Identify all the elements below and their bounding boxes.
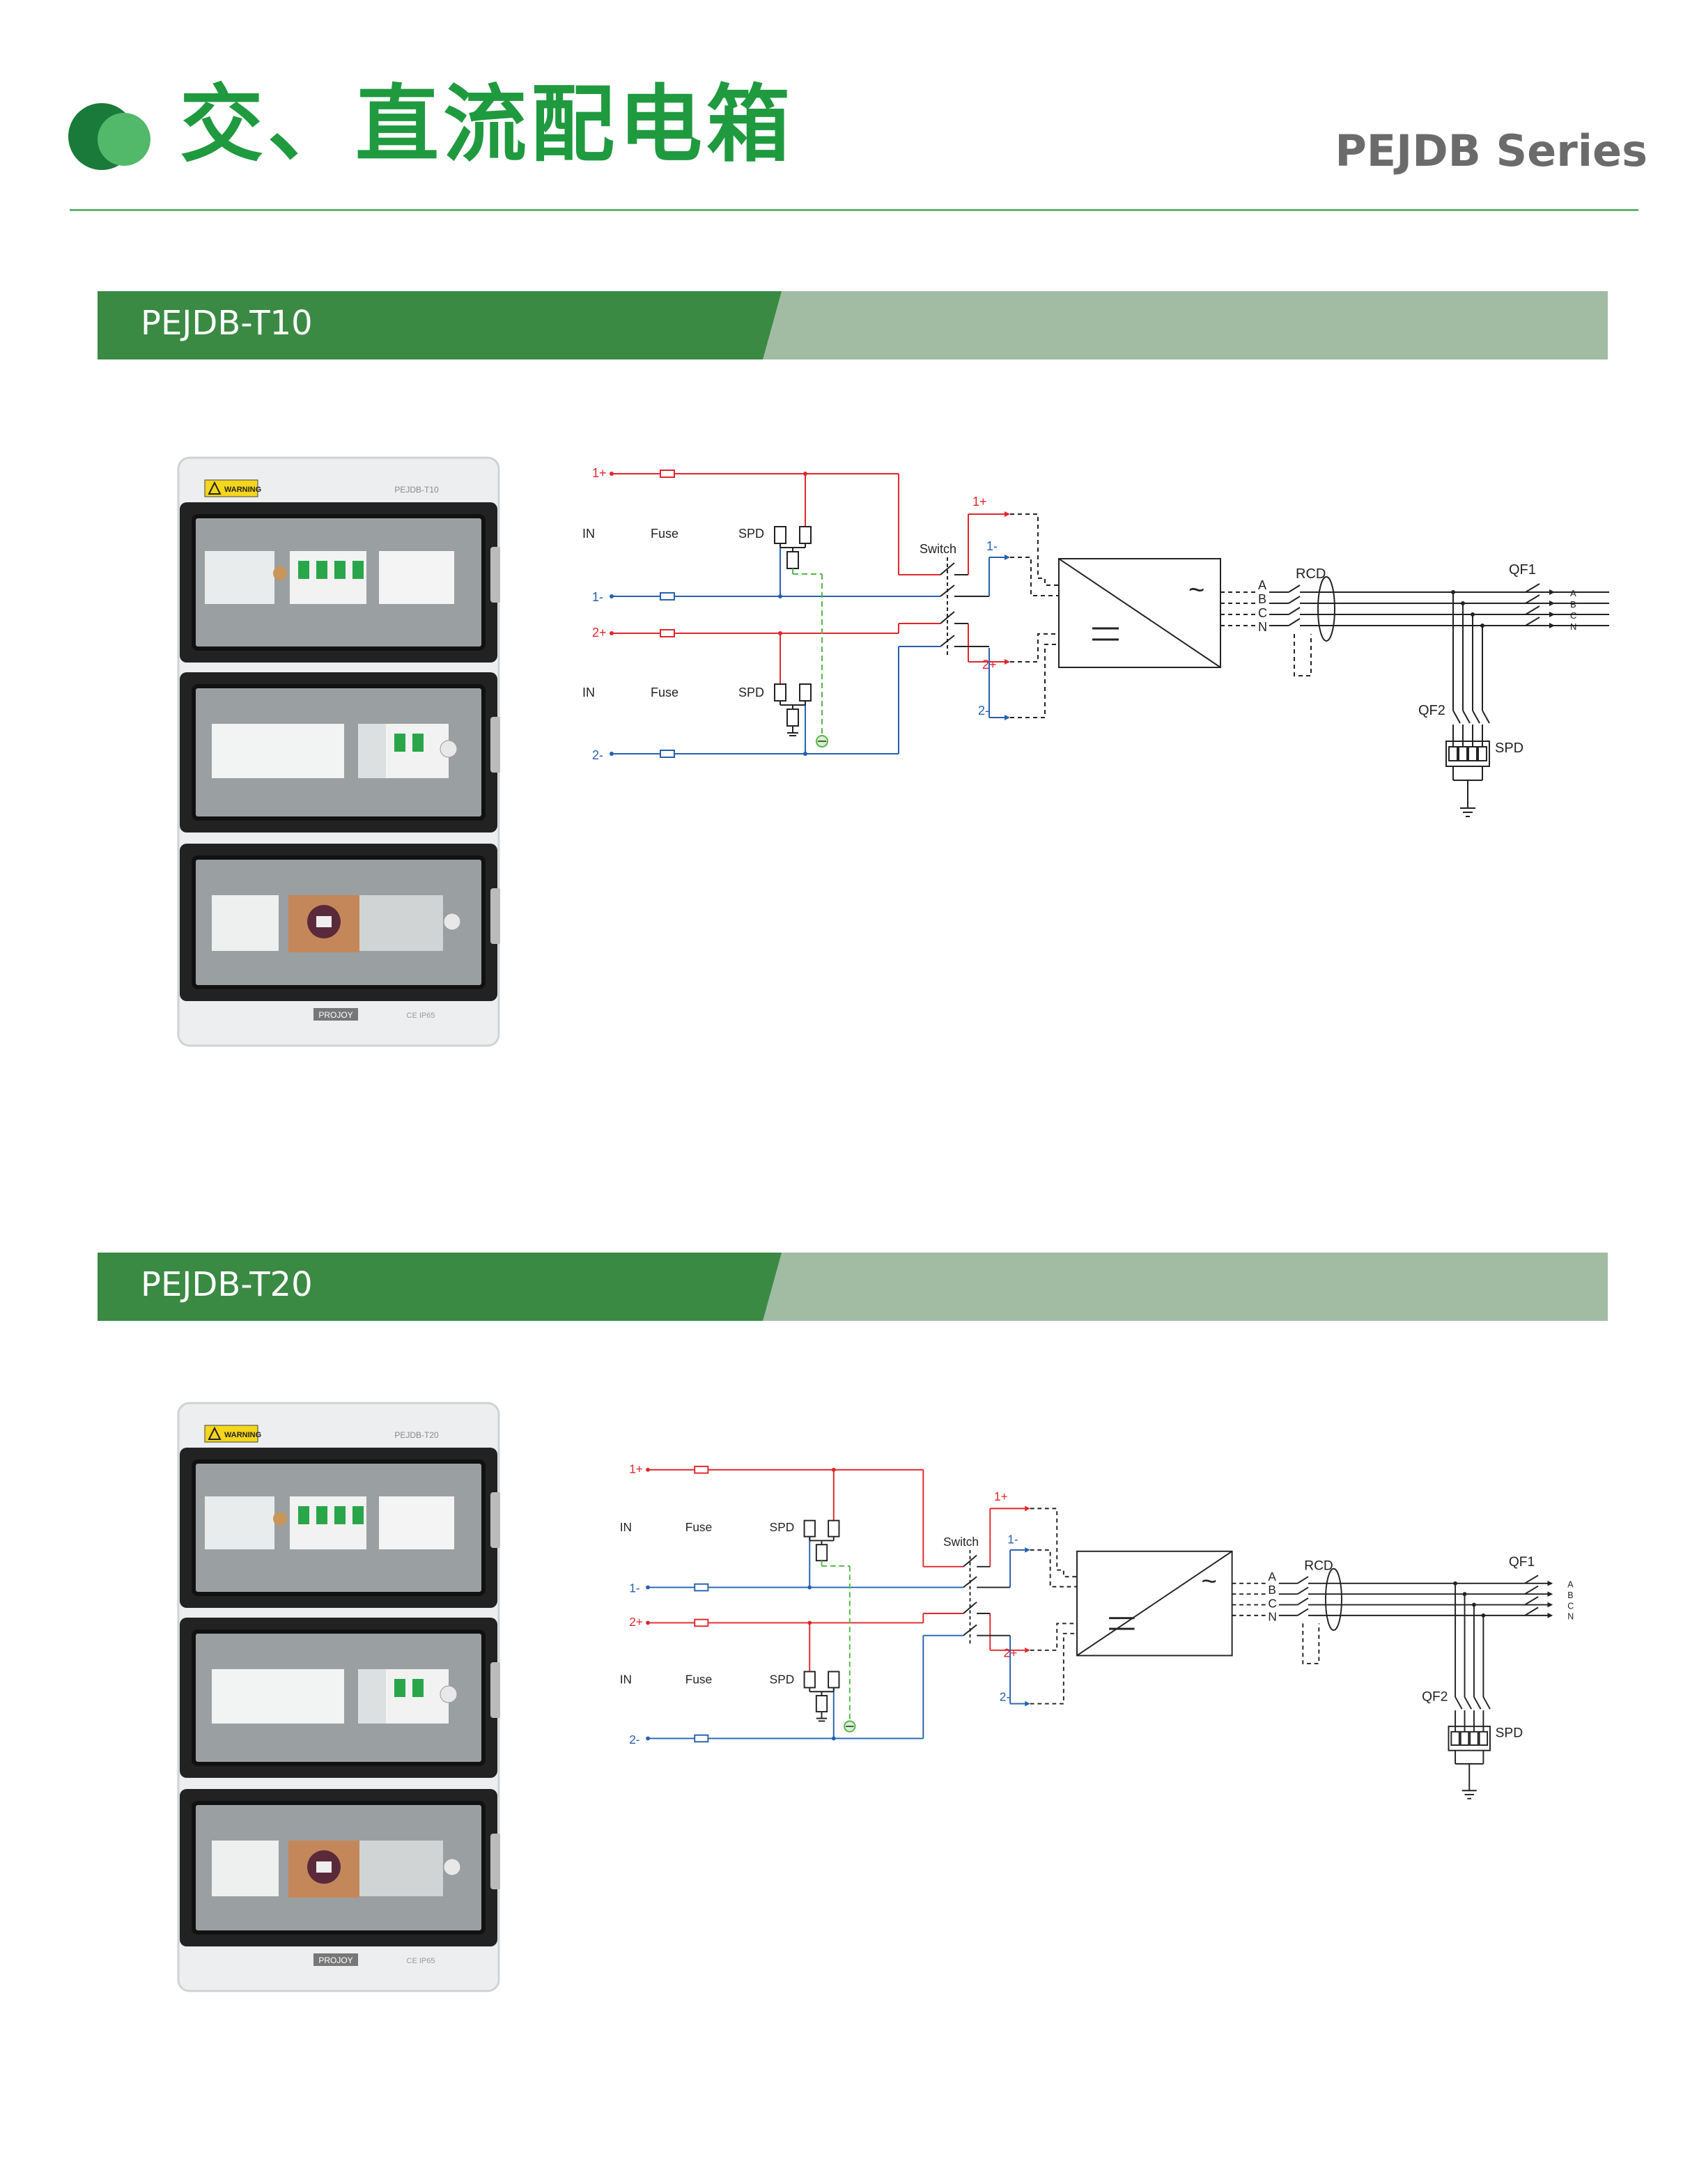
label-phase-c: C (1268, 1596, 1276, 1610)
section-title: PEJDB-T20 (141, 1265, 313, 1304)
label-in: IN (582, 527, 595, 541)
label-pv1-negative: 1- (592, 590, 603, 604)
label-spd: SPD (738, 527, 764, 541)
label-out-phase-n: N (1570, 621, 1576, 632)
label-rcd: RCD (1296, 566, 1326, 582)
brand-label: PROJOY (318, 1955, 352, 1965)
label-out-1-negative: 1- (1007, 1532, 1018, 1546)
label-in: IN (620, 1673, 632, 1687)
label-fuse: Fuse (651, 686, 678, 699)
label-out-phase-c: C (1567, 1601, 1574, 1611)
label-out-1-negative: 1- (986, 539, 998, 553)
label-out-phase-a: A (1570, 588, 1576, 598)
label-pv2-positive: 2+ (629, 1615, 643, 1629)
label-ac-spd: SPD (1496, 1726, 1523, 1741)
section-title: PEJDB-T10 (141, 304, 313, 343)
model-label: PEJDB-T20 (394, 1430, 439, 1440)
label-fuse: Fuse (685, 1673, 712, 1687)
inverter-ac-symbol: ~ (1201, 1566, 1216, 1596)
wiring-diagram-t10: 1+ IN Fuse SPD 1- 2+ IN Fuse SPD 2- 1+ 2… (582, 466, 1609, 817)
label-out-phase-b: B (1570, 599, 1576, 610)
label-phase-b: B (1268, 1583, 1276, 1597)
section-band-t20: PEJDB-T20 (98, 1253, 1608, 1321)
label-switch: Switch (920, 542, 956, 556)
label-pv2-negative: 2- (592, 748, 603, 762)
label-switch: Switch (943, 1535, 979, 1549)
label-qf1: QF1 (1509, 562, 1536, 578)
page-title: 交、直流配电箱 (180, 77, 794, 173)
label-phase-a: A (1268, 1570, 1276, 1583)
brand-label: PROJOY (318, 1010, 352, 1020)
label-out-phase-n: N (1567, 1612, 1574, 1622)
label-ac-spd: SPD (1495, 741, 1523, 756)
label-pv1-positive: 1+ (592, 466, 607, 480)
label-in: IN (620, 1520, 632, 1534)
label-fuse: Fuse (651, 527, 678, 541)
inverter-ac-symbol: ~ (1188, 575, 1204, 605)
label-spd: SPD (770, 1520, 795, 1534)
label-out-1-positive: 1+ (972, 495, 987, 509)
label-phase-n: N (1268, 1610, 1276, 1624)
cert-label: CE IP65 (407, 1957, 435, 1965)
header-divider (70, 209, 1638, 211)
enclosure-image-t10: WARNING PEJDB-T10 PROJOY CE IP65 (177, 456, 500, 1047)
label-phase-a: A (1258, 578, 1266, 592)
label-out-phase-a: A (1567, 1580, 1574, 1590)
label-qf2: QF2 (1418, 703, 1445, 718)
label-qf1: QF1 (1509, 1555, 1535, 1570)
series-title: PEJDB Series (1335, 125, 1647, 176)
section-band-t10: PEJDB-T10 (98, 291, 1608, 359)
label-out-phase-b: B (1567, 1590, 1573, 1600)
label-out-phase-c: C (1570, 610, 1576, 621)
logo-circles-icon (67, 98, 157, 184)
label-qf2: QF2 (1422, 1690, 1448, 1705)
label-out-1-positive: 1+ (994, 1489, 1008, 1503)
enclosure-image-t20: WARNING PEJDB-T20 PROJOY CE IP65 (177, 1402, 500, 1992)
label-phase-c: C (1258, 606, 1267, 620)
label-pv1-negative: 1- (629, 1581, 639, 1595)
label-pv1-positive: 1+ (629, 1462, 643, 1476)
label-out-2-negative: 2- (978, 704, 989, 718)
label-phase-n: N (1258, 620, 1267, 634)
cert-label: CE IP65 (407, 1012, 435, 1020)
warning-label: WARNING (224, 1431, 261, 1439)
label-pv2-negative: 2- (629, 1733, 639, 1747)
label-in: IN (582, 686, 595, 699)
wiring-diagram-t20: 1+ IN Fuse SPD 1- 2+ IN Fuse SPD 2- 1+ 2… (620, 1462, 1574, 1799)
label-rcd: RCD (1304, 1559, 1333, 1574)
warning-label: WARNING (224, 486, 261, 494)
label-out-2-negative: 2- (1000, 1690, 1010, 1704)
label-spd: SPD (770, 1673, 795, 1687)
label-fuse: Fuse (685, 1520, 712, 1534)
label-phase-b: B (1258, 592, 1266, 606)
label-pv2-positive: 2+ (592, 626, 607, 640)
label-spd: SPD (738, 686, 764, 699)
model-label: PEJDB-T10 (394, 485, 439, 495)
